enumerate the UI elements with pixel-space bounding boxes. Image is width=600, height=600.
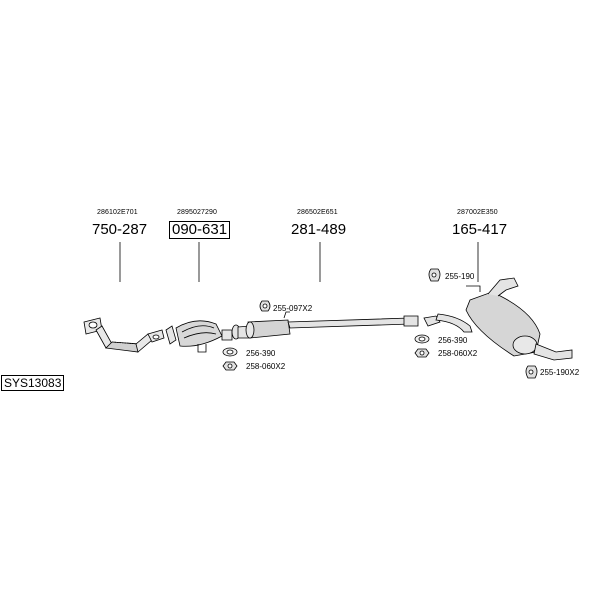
system-id-label: SYS13083 <box>1 375 65 391</box>
nut-1-icon <box>222 361 238 371</box>
front-pipe-part <box>83 317 165 353</box>
hanger-rear-bottom-icon <box>525 365 538 379</box>
oem-number-rear-silencer: 287002E350 <box>457 209 498 216</box>
part-number-front-pipe[interactable]: 750-287 <box>92 221 148 238</box>
oem-number-front-pipe: 286102E701 <box>97 209 138 216</box>
center-silencer-part <box>231 311 419 340</box>
label-gasket-2[interactable]: 256-390 <box>438 336 468 345</box>
label-hanger-rear-top[interactable]: 255-190 <box>445 272 475 281</box>
oem-number-center-silencer: 286502E651 <box>297 209 338 216</box>
part-number-center-silencer[interactable]: 281-489 <box>291 221 347 238</box>
nut-2-icon <box>414 348 430 358</box>
label-nut-1[interactable]: 258-060X2 <box>246 362 286 371</box>
hanger-front-icon <box>259 300 271 312</box>
part-number-catalyst[interactable]: 090-631 <box>169 221 231 239</box>
label-gasket-1[interactable]: 256-390 <box>246 349 276 358</box>
catalyst-part <box>165 320 233 353</box>
gasket-2-icon <box>414 334 430 344</box>
part-number-rear-silencer[interactable]: 165-417 <box>452 221 508 238</box>
label-hanger-front[interactable]: 255-097X2 <box>273 304 313 313</box>
rear-silencer-part <box>423 277 573 361</box>
label-hanger-rear-bottom[interactable]: 255-190X2 <box>540 368 580 377</box>
label-nut-2[interactable]: 258-060X2 <box>438 349 478 358</box>
hanger-rear-top-icon <box>428 268 441 282</box>
oem-number-catalyst: 2895027290 <box>177 209 217 216</box>
gasket-1-icon <box>222 347 238 357</box>
